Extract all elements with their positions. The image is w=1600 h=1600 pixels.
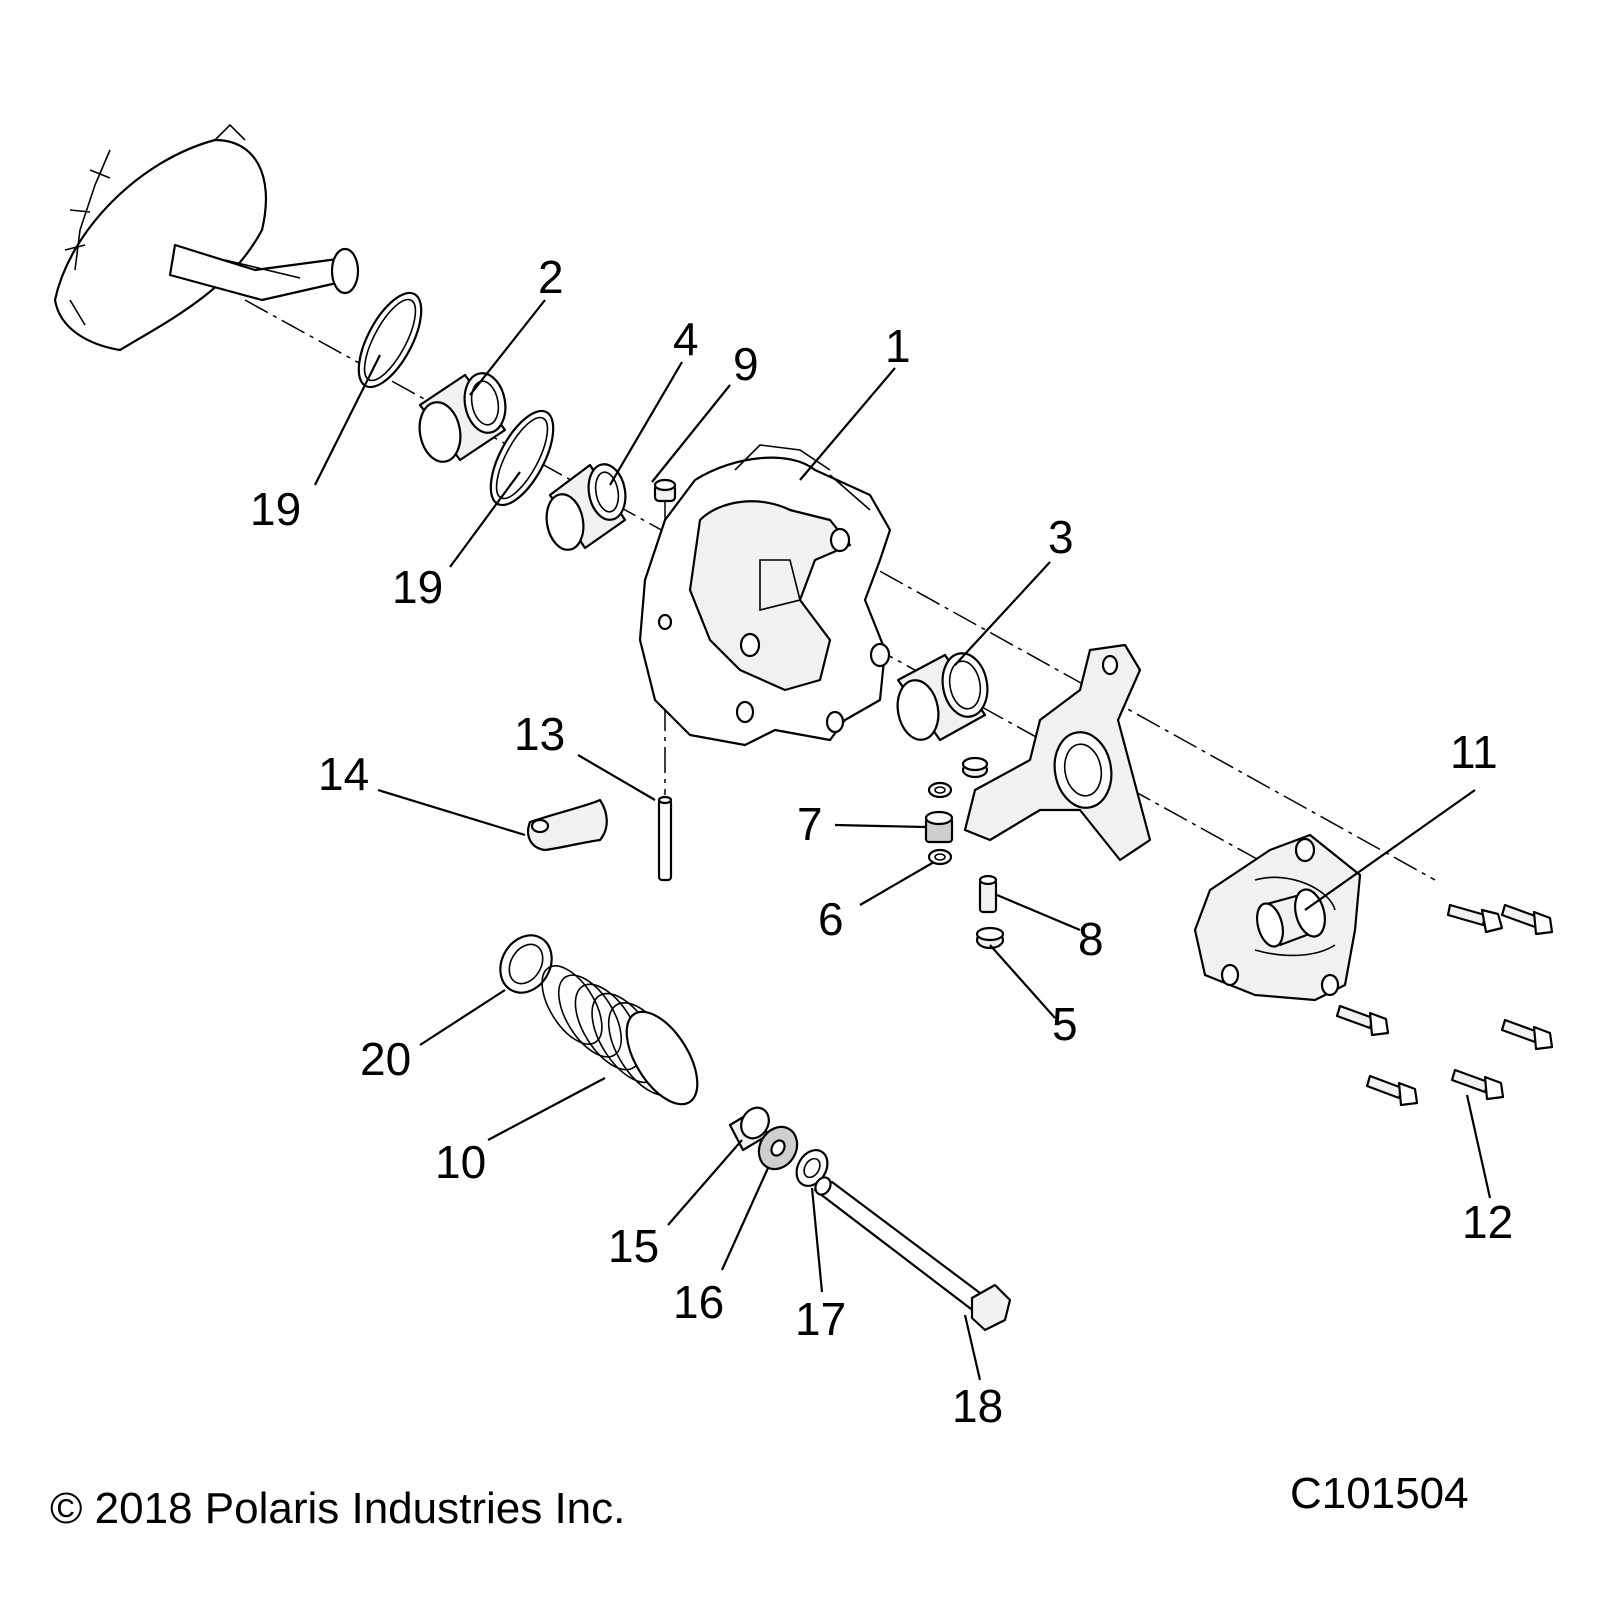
callout-12: 12 — [1462, 1196, 1513, 1248]
bolt-18 — [813, 1176, 1012, 1332]
roller-7 — [924, 810, 954, 844]
lock-washer-17 — [795, 1149, 829, 1187]
callout-7: 7 — [797, 798, 823, 850]
pin-13 — [657, 795, 673, 882]
callout-16: 16 — [673, 1276, 724, 1328]
bolt-12-c — [1335, 1004, 1390, 1037]
callout-10: 10 — [435, 1136, 486, 1188]
bolt-12-e — [1365, 1074, 1419, 1107]
callout-4: 4 — [673, 313, 699, 365]
bolt-12-f — [1450, 1068, 1505, 1101]
callout-11: 11 — [1450, 726, 1498, 778]
washer-16 — [757, 1125, 799, 1171]
retaining-ring-19a — [357, 291, 423, 389]
callout-3: 3 — [1048, 511, 1074, 563]
callout-14: 14 — [318, 748, 369, 800]
washer-20 — [499, 934, 553, 994]
callout-18: 18 — [952, 1380, 1003, 1432]
callout-19b: 19 — [392, 561, 443, 613]
washer-6-lower — [927, 848, 953, 866]
fixed-sheave — [53, 123, 360, 352]
moveable-sheave-1 — [638, 444, 892, 747]
callout-15: 15 — [608, 1220, 659, 1272]
spider — [963, 643, 1152, 862]
bolt-12-a — [1446, 903, 1504, 934]
shift-weight-14 — [527, 798, 608, 852]
bushing-3 — [896, 652, 989, 742]
button-5-upper — [961, 756, 989, 779]
callout-20: 20 — [360, 1033, 411, 1085]
bushing-4 — [545, 463, 627, 551]
callout-9: 9 — [733, 338, 759, 390]
copyright-notice: © 2018 Polaris Industries Inc. — [50, 1484, 625, 1533]
pin-8 — [978, 874, 998, 914]
bolt-12-d — [1500, 1018, 1554, 1051]
callout-5: 5 — [1052, 998, 1078, 1050]
callout-19a: 19 — [250, 483, 301, 535]
callout-17: 17 — [795, 1293, 846, 1345]
callout-labels: 1 2 3 4 9 19 19 13 14 7 6 8 5 11 12 20 1… — [250, 251, 1513, 1432]
button-5-lower — [975, 926, 1005, 950]
leader-lines — [314, 299, 1492, 1381]
washer-6-upper — [927, 781, 953, 799]
plug-9 — [653, 478, 677, 503]
callout-13: 13 — [514, 708, 565, 760]
callout-6: 6 — [818, 893, 844, 945]
figure-id: C101504 — [1290, 1469, 1469, 1518]
callout-8: 8 — [1078, 913, 1104, 965]
bolt-12-b — [1500, 903, 1554, 936]
bushing-2 — [418, 372, 507, 463]
spring-10 — [541, 965, 699, 1106]
callout-1: 1 — [885, 320, 911, 372]
callout-2: 2 — [538, 251, 564, 303]
